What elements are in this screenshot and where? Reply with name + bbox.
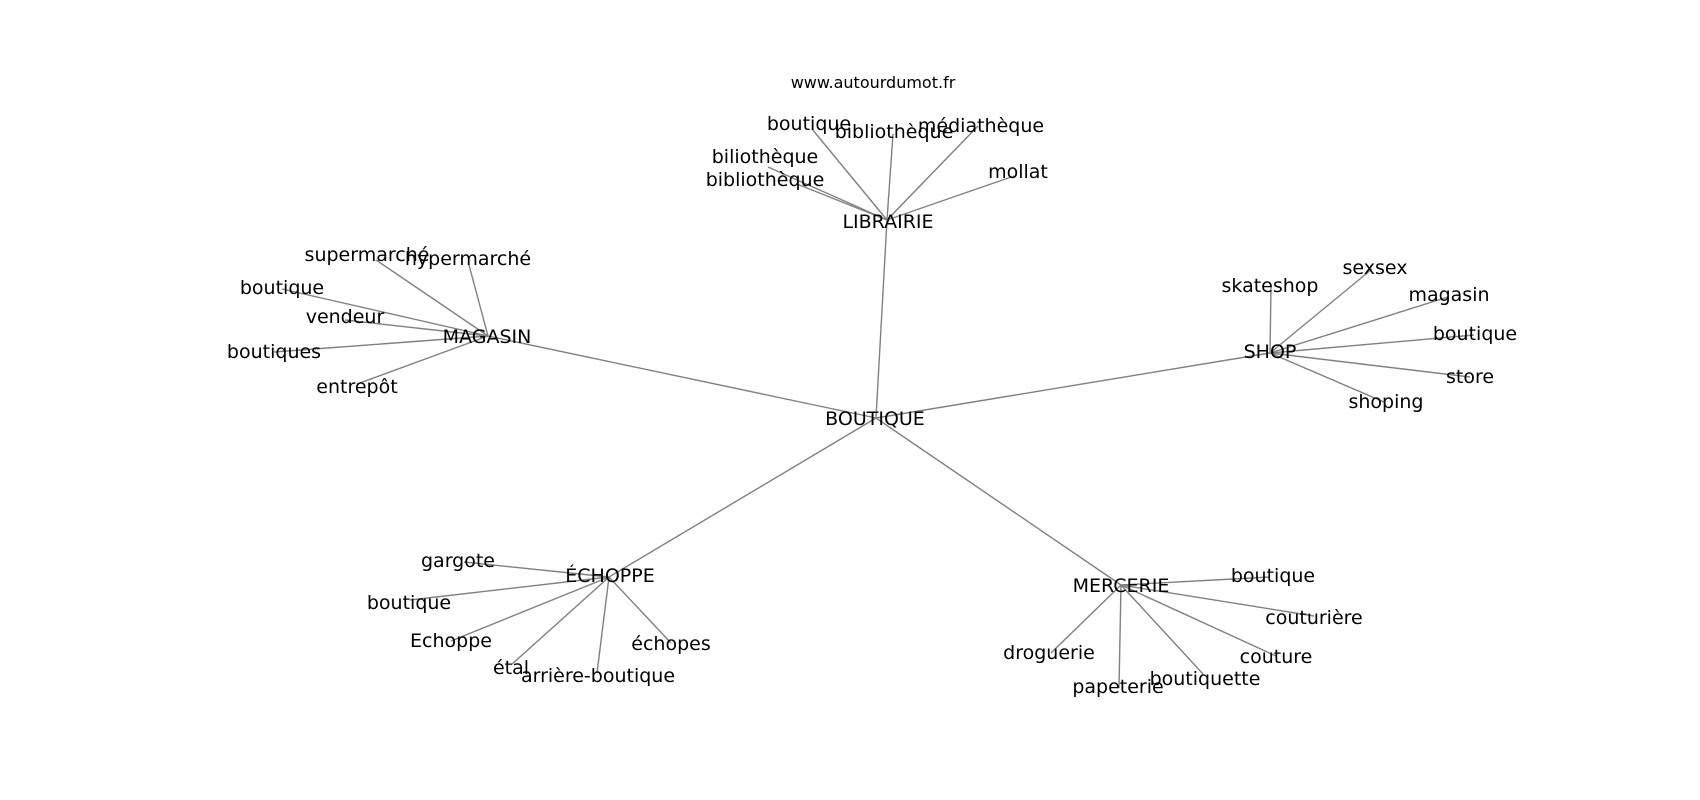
edge-group-4-child-0	[1120, 576, 1271, 586]
edge-group-1-child-4	[273, 335, 489, 353]
edge-group-0-child-4	[796, 183, 888, 221]
edge-center-to-1	[487, 335, 877, 419]
leaf-node-label: vendeur	[306, 306, 385, 328]
source-url: www.autourdumot.fr	[791, 73, 956, 92]
edge-group-0-child-3	[767, 166, 888, 221]
leaf-node-label: store	[1446, 366, 1494, 388]
edge-group-4-child-3	[1050, 584, 1122, 654]
edge-center-to-0	[875, 219, 888, 419]
edge-group-2-child-1	[1269, 268, 1373, 354]
leaf-node-label: supermarché	[305, 244, 430, 266]
group-node-label: ÉCHOPPE	[565, 564, 654, 587]
edge-group-0-child-0	[811, 128, 888, 221]
leaf-node-label: boutiques	[227, 341, 321, 363]
leaf-node-label: magasin	[1408, 284, 1489, 306]
edge-group-4-child-5	[1120, 584, 1204, 675]
leaf-node-label: couture	[1240, 646, 1313, 668]
edge-group-3-child-3	[510, 576, 610, 666]
leaf-node-label: sexsex	[1343, 257, 1408, 279]
edge-center-to-2	[875, 352, 1271, 419]
leaf-node-label: biliothèque	[712, 146, 819, 168]
edge-group-2-child-3	[1269, 334, 1475, 354]
leaf-node-label: étal	[493, 657, 529, 679]
edge-group-3-child-0	[463, 561, 610, 578]
edge-group-0-child-5	[886, 175, 1015, 221]
graph-edges	[273, 125, 1475, 689]
leaf-node-label: arrière-boutique	[521, 665, 675, 687]
edge-center-to-4	[875, 417, 1122, 586]
edge-group-0-child-1	[886, 133, 894, 221]
edge-group-4-child-1	[1120, 584, 1315, 617]
edge-group-4-child-2	[1120, 584, 1277, 657]
leaf-node-label: papeterie	[1072, 676, 1163, 698]
leaf-node-label: skateshop	[1222, 275, 1319, 297]
leaf-node-label: bibliothèque	[706, 169, 825, 191]
group-node-label: MERCERIE	[1073, 575, 1170, 597]
leaf-node-label: échopes	[631, 633, 710, 655]
edge-group-3-child-5	[608, 576, 672, 644]
edge-group-1-child-0	[375, 259, 489, 337]
leaf-node-label: couturière	[1265, 607, 1362, 629]
edge-group-1-child-1	[468, 264, 489, 337]
edge-group-1-child-5	[356, 335, 489, 385]
leaf-node-label: boutique	[767, 113, 851, 135]
group-node-label: SHOP	[1244, 341, 1297, 363]
leaf-node-label: Echoppe	[410, 630, 492, 652]
leaf-node-label: droguerie	[1003, 642, 1095, 664]
edge-group-1-child-2	[281, 288, 489, 337]
edge-center-to-3	[608, 417, 877, 578]
edge-group-2-child-4	[1269, 352, 1471, 378]
leaf-node-label: boutique	[367, 592, 451, 614]
leaf-node-label: entrepôt	[316, 376, 397, 398]
leaf-node-label: boutique	[240, 277, 324, 299]
edge-group-3-child-2	[450, 576, 610, 642]
leaf-node-label: médiathèque	[918, 115, 1044, 137]
leaf-node-label: boutique	[1231, 565, 1315, 587]
edge-group-1-child-3	[344, 319, 489, 337]
graph-labels: www.autourdumot.fr BOUTIQUE LIBRAIRIE bout…	[227, 73, 1517, 698]
leaf-node-label: hypermarché	[405, 248, 531, 270]
edge-group-2-child-0	[1269, 284, 1272, 354]
group-node-label: LIBRAIRIE	[842, 211, 933, 233]
group-node-label: MAGASIN	[443, 326, 532, 348]
leaf-node-label: gargote	[421, 550, 495, 572]
edge-group-0-child-2	[886, 125, 979, 221]
leaf-node-label: bibliothèque	[835, 121, 954, 143]
center-node-label: BOUTIQUE	[825, 408, 925, 430]
leaf-node-label: boutiquette	[1150, 668, 1261, 690]
edge-group-2-child-2	[1269, 296, 1449, 354]
leaf-node-label: mollat	[988, 161, 1048, 183]
edge-group-4-child-4	[1118, 584, 1122, 689]
edge-group-3-child-4	[596, 576, 610, 674]
edge-group-3-child-1	[409, 576, 610, 601]
leaf-node-label: shoping	[1348, 391, 1423, 413]
edge-group-2-child-5	[1269, 352, 1385, 403]
leaf-node-label: boutique	[1433, 323, 1517, 345]
